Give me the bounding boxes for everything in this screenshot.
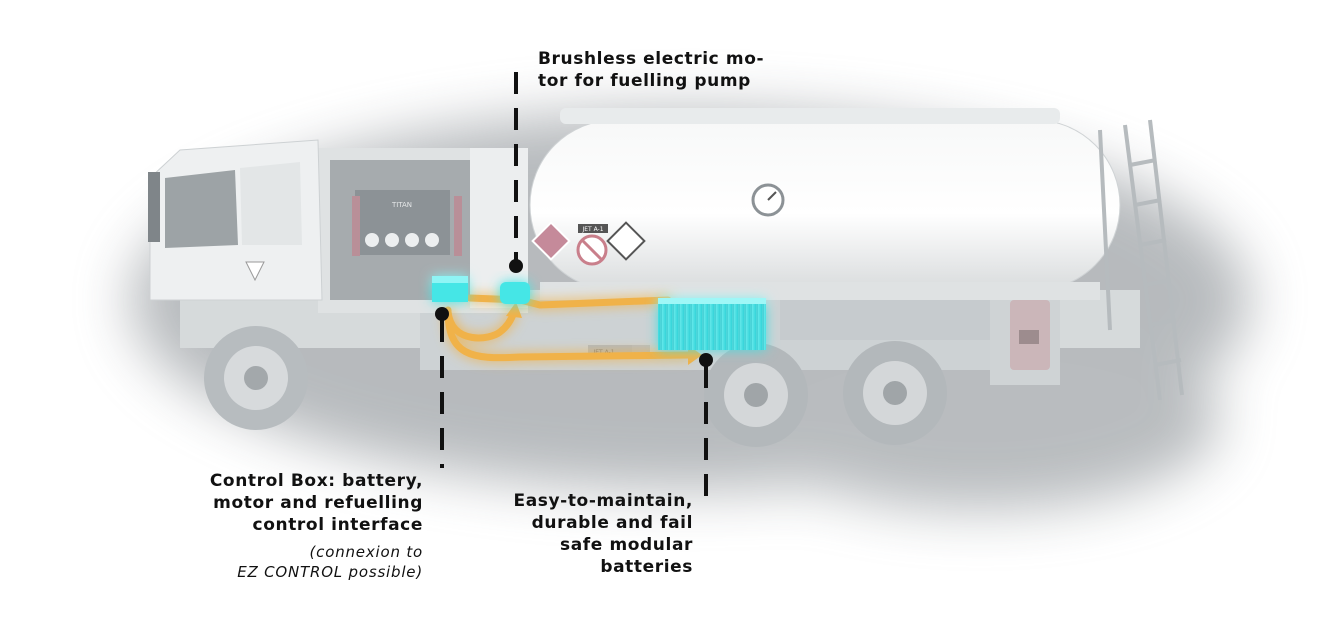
no-fire-sign-icon [576, 234, 608, 266]
truck-cab [148, 139, 323, 301]
cabinet-brand-label: TITAN [391, 201, 412, 209]
battery-callout-line: safe modular [560, 535, 693, 555]
environmental-hazard-icon [606, 221, 646, 261]
motor-callout-text: Brushless electric mo- tor for fuelling … [538, 48, 764, 92]
front-wheel [204, 326, 308, 430]
battery-callout-leader [699, 353, 713, 510]
control-box-note-line: EZ CONTROL possible) [237, 563, 423, 581]
control-box-callout-line: Control Box: battery, [209, 471, 423, 491]
fuel-tank: JET A-1 [529, 108, 1121, 300]
modular-battery-pack [658, 298, 766, 350]
control-box-callout-text: Control Box: battery, motor and refuelli… [210, 470, 423, 582]
battery-callout-line: batteries [600, 557, 693, 577]
motor-callout-line: tor for fuelling pump [538, 71, 751, 91]
motor-callout-line: Brushless electric mo- [538, 49, 765, 69]
cable-arrow-icon [506, 302, 522, 318]
motor-callout-leader [509, 72, 523, 273]
control-box-note-line: (connexion to [309, 543, 423, 561]
electric-motor [500, 282, 530, 304]
equipment-cabinet: TITAN [318, 148, 528, 313]
battery-callout-line: durable and fail [531, 513, 693, 533]
rear-wheel-2 [843, 341, 947, 445]
control-box-callout-leader [435, 307, 449, 468]
battery-callout-text: Easy-to-maintain, durable and fail safe … [513, 490, 693, 578]
control-box [432, 276, 468, 302]
chassis-plate-label: JET A-1 [592, 349, 614, 356]
control-box-callout-line: motor and refuelling [213, 493, 423, 513]
power-cables [444, 294, 692, 362]
control-box-callout-line: control interface [252, 515, 423, 535]
rear-wheel-1 [704, 343, 808, 447]
battery-callout-line: Easy-to-maintain, [513, 491, 693, 511]
tank-plate-label: JET A-1 [581, 226, 603, 233]
rear-ladder [1098, 119, 1184, 401]
flammable-hazard-icon [531, 221, 571, 261]
